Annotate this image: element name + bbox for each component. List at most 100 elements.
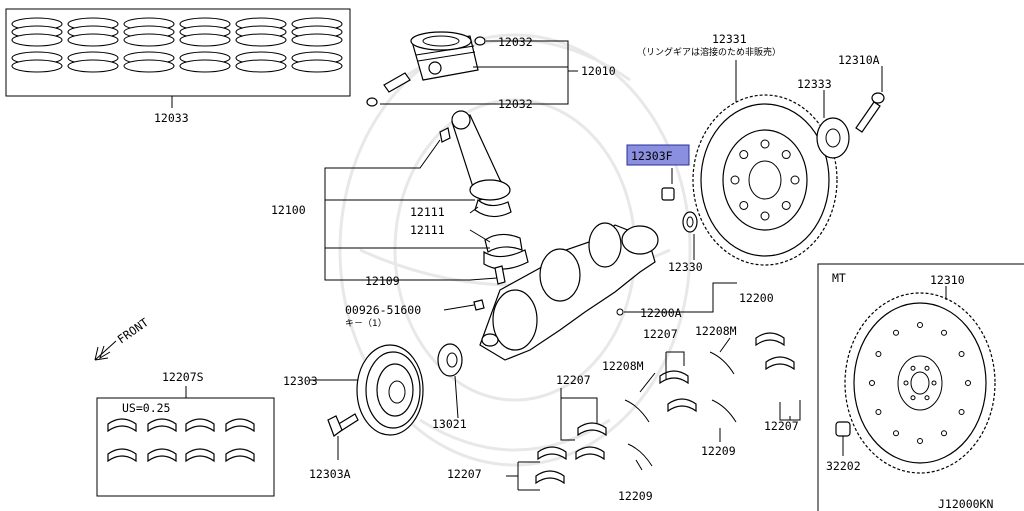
diagram-id: J12000KN <box>938 497 993 511</box>
label-12207s: 12207S <box>162 370 204 384</box>
label-12207-top: 12207 <box>643 327 678 341</box>
label-12209-bottom: 12209 <box>618 489 653 503</box>
flywheel-hole <box>875 409 882 415</box>
label-12310a: 12310A <box>838 53 880 67</box>
label-12207-mid: 12207 <box>556 373 591 387</box>
thrust-washer <box>627 443 653 467</box>
label-12208m-mid: 12208M <box>602 359 644 373</box>
main-bearing-shell <box>755 332 785 347</box>
flywheel-bolt-hole <box>924 395 930 401</box>
undersize-bearing-shell <box>225 418 255 433</box>
label-12303a: 12303A <box>309 467 351 481</box>
crank-sprocket <box>437 343 463 419</box>
drive-plate-hole <box>781 200 791 210</box>
label-12032-top: 12032 <box>498 35 533 49</box>
main-bearings <box>535 332 795 485</box>
front-direction-indicator <box>94 340 117 361</box>
label-12111-a: 12111 <box>410 205 445 219</box>
main-bearing-shell <box>667 398 697 413</box>
flywheel-hole <box>917 438 923 444</box>
pilot-bushing[interactable] <box>661 187 675 201</box>
flywheel-hole <box>893 430 899 437</box>
drive-plate-hole <box>739 150 749 160</box>
piston-ring <box>179 33 231 47</box>
rod-nut[interactable] <box>494 265 506 285</box>
label-12310: 12310 <box>930 273 965 287</box>
label-12209-right: 12209 <box>701 444 736 458</box>
label-32202: 32202 <box>826 459 861 473</box>
flywheel-hole <box>965 380 971 386</box>
label-12333: 12333 <box>797 77 832 91</box>
part-12303f-highlight[interactable] <box>626 144 690 166</box>
drive-plate <box>692 60 838 266</box>
flywheel-hole <box>869 380 875 386</box>
flywheel-hole <box>941 329 947 336</box>
drive-plate-hole <box>760 139 770 149</box>
undersize-bearing-shell <box>107 418 137 433</box>
connecting-rod <box>324 110 529 285</box>
piston-rings <box>11 17 343 73</box>
flywheel-hole <box>875 351 882 357</box>
flywheel-pilot-bushing[interactable] <box>835 421 851 437</box>
label-key-qty: キ－（1） <box>345 318 387 329</box>
mt-section-border <box>817 263 1024 511</box>
label-12111-b: 12111 <box>410 223 445 237</box>
main-bearing-shell <box>535 470 565 485</box>
flywheel-hole <box>958 409 965 415</box>
rod-bolt-upper[interactable] <box>439 127 451 143</box>
front-arrow-icon <box>94 340 117 361</box>
rod-cap[interactable] <box>483 249 529 270</box>
flywheel-bolt-hole <box>903 380 909 386</box>
label-12303f[interactable]: 12303F <box>631 149 673 163</box>
piston-ring <box>11 33 63 47</box>
highlighted-part-callout[interactable] <box>626 144 690 166</box>
rod-bearing-lower[interactable] <box>484 233 523 253</box>
piston-ring <box>235 33 287 47</box>
thrust-washer <box>624 399 650 423</box>
thrust-washer <box>711 399 737 423</box>
piston-ring <box>179 59 231 73</box>
main-bearing-shell <box>577 422 607 437</box>
flywheel-bolt-hole <box>910 395 916 401</box>
piston-ring <box>67 59 119 73</box>
undersize-bearing-shell <box>147 448 177 463</box>
rod-bearing-upper[interactable] <box>474 198 512 218</box>
piston-ring <box>67 33 119 47</box>
main-bearing-shell <box>537 446 567 461</box>
flywheel-hole <box>917 322 923 328</box>
main-bearing-shell <box>765 356 795 371</box>
snap-ring-upper[interactable] <box>474 36 486 46</box>
drive-plate-hole <box>760 211 770 221</box>
label-13021: 13021 <box>432 417 467 431</box>
note-ring-gear: （リングギアは溶接のため非販売） <box>637 46 781 58</box>
thrust-washer <box>709 351 735 375</box>
piston-ring <box>235 59 287 73</box>
label-us-025: US=0.25 <box>122 401 170 415</box>
flywheel-hole <box>893 329 899 336</box>
piston-ring <box>291 59 343 73</box>
flywheel-bolt[interactable] <box>855 101 881 133</box>
part-labels: 12033 12032 12010 12032 12331 （リングギアは溶接の… <box>115 32 994 511</box>
drive-plate-hole <box>730 175 740 185</box>
mt-flywheel-section <box>817 263 1024 511</box>
label-12032-bottom: 12032 <box>498 97 533 111</box>
drive-plate-hole <box>781 150 791 160</box>
piston-pin[interactable] <box>383 72 411 93</box>
piston-ring <box>123 33 175 47</box>
woodruff-key[interactable] <box>473 299 485 311</box>
label-12033: 12033 <box>154 111 189 125</box>
label-12200: 12200 <box>739 291 774 305</box>
flywheel-bolt-hole <box>931 380 937 386</box>
undersize-bearing-shell <box>147 418 177 433</box>
label-12010: 12010 <box>581 64 616 78</box>
undersize-bearing-shell <box>185 448 215 463</box>
flywheel-hole <box>941 430 947 437</box>
crank-pulley <box>310 344 424 436</box>
piston-assembly <box>366 31 578 107</box>
label-12207-bottom: 12207 <box>447 467 482 481</box>
snap-ring-lower[interactable] <box>366 97 378 107</box>
drive-plate-hole <box>739 200 749 210</box>
main-bearing-shell <box>575 446 605 461</box>
